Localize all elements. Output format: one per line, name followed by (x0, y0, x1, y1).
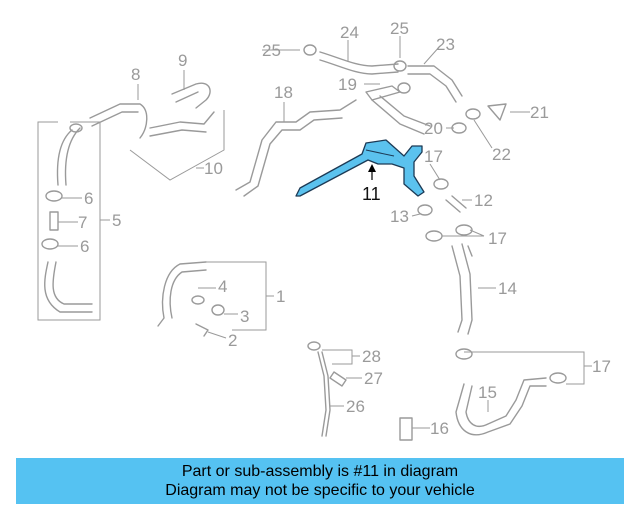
callout-12: 12 (474, 191, 493, 210)
clamp-17-left (455, 348, 473, 360)
bracket-17 (464, 351, 585, 385)
hose-9 (171, 82, 211, 109)
pipe-11-highlighted[interactable] (295, 139, 425, 197)
callout-15: 15 (478, 383, 497, 402)
callout-27: 27 (364, 369, 383, 388)
info-banner: Part or sub-assembly is #11 in diagram D… (16, 458, 624, 504)
clamp-20 (451, 122, 467, 134)
hose-15 (455, 377, 547, 436)
callout-8: 8 (131, 65, 140, 84)
hose-1 (157, 261, 207, 327)
fitting-3 (211, 304, 225, 316)
clamp-22 (465, 108, 481, 120)
bracket-10 (129, 110, 225, 181)
callout-3: 3 (240, 307, 249, 326)
callout-13: 13 (390, 207, 409, 226)
callout-2: 2 (228, 331, 237, 350)
hose-26 (317, 351, 331, 437)
callout-10: 10 (204, 159, 223, 178)
callout-26: 26 (346, 397, 365, 416)
clamp-4 (191, 295, 205, 305)
callout-11: 11 (362, 184, 381, 204)
clamp-17c (455, 224, 473, 236)
leader-17a (429, 163, 441, 181)
callout-17a: 17 (424, 147, 443, 166)
leader-23 (423, 45, 441, 65)
callout-24: 24 (340, 23, 359, 42)
leader-22 (473, 119, 493, 149)
fitting-12 (445, 195, 467, 213)
callout-23: 23 (436, 35, 455, 54)
callout-25b: 25 (390, 19, 409, 38)
leader-17b (442, 229, 485, 237)
hose-20 (371, 95, 431, 135)
fitting-19 (365, 82, 411, 101)
bracket-28 (322, 349, 353, 365)
callout-21: 21 (530, 103, 549, 122)
pipe-14 (451, 243, 473, 335)
callout-25a: 25 (262, 41, 281, 60)
callout-6b: 6 (80, 237, 89, 256)
hose-5-end (69, 123, 83, 133)
fitting-16 (399, 417, 413, 441)
bracket-5 (37, 121, 101, 321)
callout-14: 14 (498, 279, 517, 298)
clamp-13 (417, 204, 433, 216)
callout-17c: 17 (592, 357, 611, 376)
banner-line-2: Diagram may not be specific to your vehi… (165, 482, 475, 499)
clamp-25a (303, 44, 317, 56)
callout-4: 4 (218, 277, 227, 296)
hose-5-upper (56, 127, 81, 186)
callout-19: 19 (338, 75, 357, 94)
callout-6a: 6 (84, 189, 93, 208)
part-2 (195, 323, 209, 337)
leader-2 (207, 331, 227, 339)
clamp-17b (425, 230, 443, 242)
fitting-7 (49, 211, 59, 231)
callout-28: 28 (362, 347, 381, 366)
callout-9: 9 (178, 51, 187, 70)
arrowhead-11 (368, 164, 376, 172)
callout-16: 16 (430, 419, 449, 438)
pipe-18 (235, 99, 357, 197)
clamp-6-bottom (41, 238, 59, 250)
hose-24 (319, 51, 399, 75)
callout-7: 7 (78, 213, 87, 232)
clamp-17-right (549, 372, 567, 384)
callout-5: 5 (112, 211, 121, 230)
hose-5-lower (44, 261, 93, 313)
clamp-17a (433, 178, 449, 190)
callout-20: 20 (424, 119, 443, 138)
callout-18: 18 (274, 83, 293, 102)
callout-1: 1 (276, 287, 285, 306)
part-21 (487, 103, 507, 121)
parts-diagram: 6 7 6 5 8 9 10 18 25 24 25 23 19 20 21 2… (37, 19, 611, 441)
clamp-28 (307, 341, 321, 351)
callout-17b: 17 (488, 229, 507, 248)
callout-22: 22 (492, 145, 511, 164)
leader-13 (411, 213, 421, 217)
clamp-25b (393, 60, 407, 72)
hose-23 (407, 65, 463, 103)
clamp-6-top (45, 190, 63, 202)
pipe-10 (149, 111, 215, 137)
fitting-27 (329, 371, 347, 387)
hose-8 (89, 103, 148, 139)
banner-line-1: Part or sub-assembly is #11 in diagram (181, 463, 459, 480)
bracket-1 (206, 261, 267, 331)
